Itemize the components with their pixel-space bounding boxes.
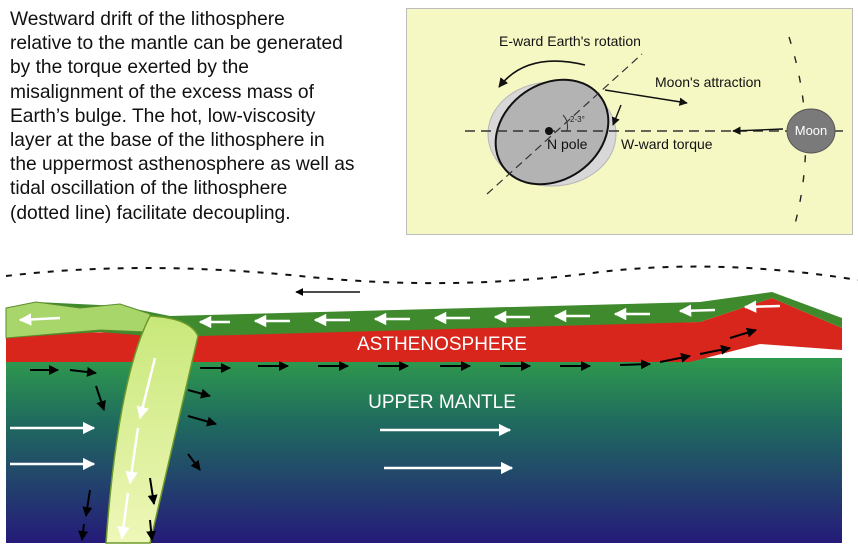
subducting-slab: [105, 315, 199, 544]
mantle-flow-arrow: [147, 477, 158, 505]
angle-label: 2-3°: [570, 115, 585, 124]
cross-section: ASTHENOSPHERE UPPER MANTLE: [0, 258, 858, 553]
lithosphere-flow-arrow: [743, 300, 781, 313]
caption: Westward drift of the lithosphere relati…: [10, 8, 400, 226]
n-pole-dot: [545, 127, 553, 135]
caption-line: Westward drift of the lithosphere: [10, 9, 285, 30]
bulge-axis: [486, 53, 643, 195]
caption-line: the uppermost asthenosphere as well as: [10, 154, 355, 176]
mantle-flow-arrow: [187, 415, 217, 427]
mantle-flow-arrow: [146, 519, 157, 541]
cross-section-svg: ASTHENOSPHERE UPPER MANTLE: [5, 265, 858, 544]
caption-line: (dotted line) facilitate decoupling.: [10, 202, 291, 224]
upper-mantle-label: UPPER MANTLE: [368, 392, 516, 413]
mantle-flow-arrows: [30, 327, 757, 541]
n-pole-label: N pole: [547, 136, 588, 152]
left-plate-arrow: [18, 313, 61, 326]
caption-line: misalignment of the excess mass of: [10, 81, 314, 103]
moon-disc: [786, 108, 836, 154]
mantle-flow-arrow: [69, 367, 97, 377]
tilt-angle-arc: [562, 114, 568, 132]
mantle-flow-arrow: [95, 385, 106, 411]
moon-pull-arrow: [732, 126, 784, 135]
mantle-flow-arrow: [619, 359, 651, 370]
caption-line: relative to the mantle can be generated: [10, 33, 343, 55]
slab-arrow: [117, 492, 130, 540]
asthenosphere-label: ASTHENOSPHERE: [357, 334, 527, 355]
caption-line: by the torque exerted by the: [10, 57, 249, 79]
moon-attraction-label: Moon's attraction: [655, 74, 761, 90]
caption-line: Earth’s bulge. The hot, low-viscosity: [10, 105, 316, 127]
mantle-flow-arrow: [82, 489, 93, 517]
rotation-label: E-ward Earth's rotation: [499, 33, 641, 49]
moon-attraction-arrow: [604, 89, 688, 106]
mantle-flow-arrow: [78, 523, 89, 541]
torque-arrow: [611, 104, 622, 126]
earth-moon-inset: 2-3° N pole E-ward Earth's rotation Moon…: [406, 8, 853, 235]
asthenosphere-layer: [6, 298, 842, 362]
caption-line: tidal oscillation of the lithosphere: [10, 178, 288, 200]
mantle-white-arrows: [10, 421, 514, 475]
rotation-arrow: [498, 60, 586, 88]
caption-line: layer at the base of the lithosphere in: [10, 130, 325, 152]
mantle-flow-arrow: [187, 453, 201, 471]
slab-arrow: [125, 427, 140, 485]
mantle-flow-arrow: [659, 352, 691, 363]
moon-label: Moon: [795, 123, 828, 138]
torque-label: W-ward torque: [621, 136, 713, 152]
mantle-flow-arrow: [187, 388, 211, 399]
mantle-flow-arrow: [699, 344, 731, 355]
inset-svg: 2-3° N pole E-ward Earth's rotation Moon…: [465, 33, 847, 225]
lithosphere-flow-arrow: [678, 304, 716, 317]
mantle-flow-arrow: [729, 327, 757, 339]
left-plate: [5, 301, 151, 339]
lithosphere-flow-arrows: [18, 300, 781, 540]
moon-orbit: [788, 36, 807, 225]
lithosphere-layer: [6, 292, 842, 338]
slab-arrow: [136, 357, 157, 420]
tidal-oscillation-line: [5, 265, 858, 285]
